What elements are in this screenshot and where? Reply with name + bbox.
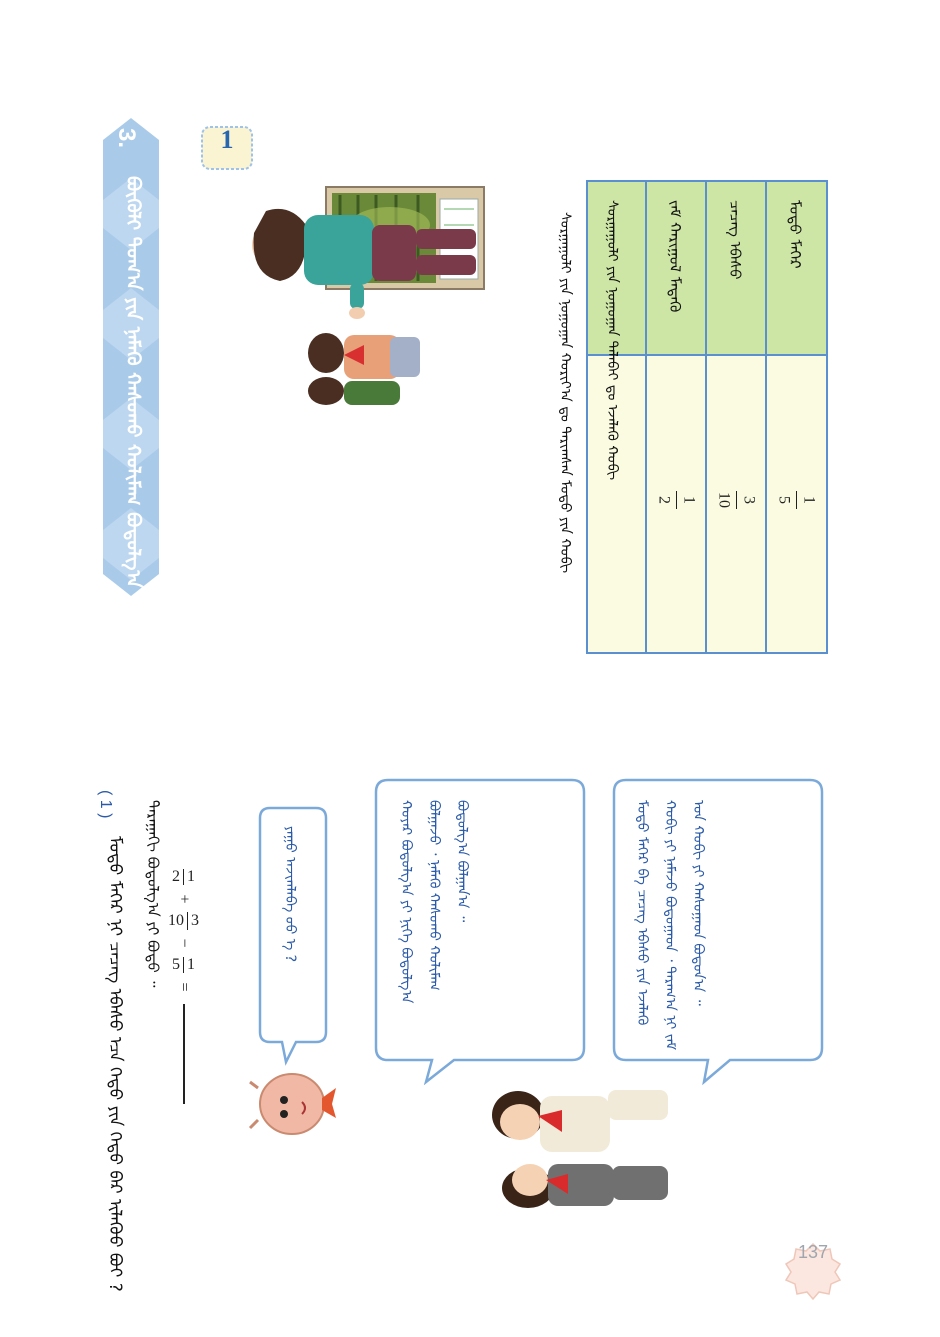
speech-bubble-boy-shape xyxy=(612,778,824,1086)
fraction-numerator: 3 xyxy=(740,496,758,504)
speech-bubble-girl-text: ᠬᠣᠶᠠᠷ ᠪᠣᠳᠣᠯᠭ᠎ᠠ ᠶᠢ ᠨᠢᠭᠡ ᠪᠣᠳᠣᠯᠭ᠎ᠠ ᠪᠣᠯᠭᠠᠵᠤ … xyxy=(398,800,470,1004)
speech-bubble-mascot-shape xyxy=(258,806,328,1066)
section-number: 3. xyxy=(113,128,140,149)
data-table xyxy=(586,180,828,654)
fraction-numerator: 1 xyxy=(800,496,818,504)
question-label: ( 1 ) xyxy=(97,790,114,819)
minus-operator: − xyxy=(175,938,193,948)
page-number-badge-icon xyxy=(784,1242,842,1300)
expression-fraction: 10 3 xyxy=(168,912,199,930)
speech-bubble-mascot-text: ᠶᠠᠭᠤ ᠠᠵᠢᠭᠯᠠᠪᠠ ᠤᠤ ᠡ ? xyxy=(282,826,298,963)
answer-blank[interactable] xyxy=(182,1004,185,1104)
table-row-label: ᠵᠠᠮ ᠬᠠᠷᠢᠭᠤᠯ ᠮᠡᠳᠡᠬᠦ xyxy=(666,200,684,313)
table-row-label: ᠮᠣᠳᠣ ᠮᠡᠭᠡᠷ xyxy=(786,200,804,269)
fraction-denominator: 2 xyxy=(655,496,673,504)
classroom-illustration xyxy=(252,186,485,405)
question-text: ᠮᠣᠳᠣ ᠮᠡᠭᠡᠷ ᠨᠢ ᠴᠡᠴᠡᠭ ᠡᠪᠡᠰᠦ ᠡᠴᠡ ᠬᠡᠳᠦ ᠶᠢᠨ ᠬ… xyxy=(105,836,125,1292)
fraction-bar xyxy=(675,491,677,509)
fraction-bar xyxy=(183,869,184,885)
example-number: 1 xyxy=(220,125,234,154)
fraction-bar xyxy=(183,957,184,973)
section-title-ribbon xyxy=(103,118,159,596)
fraction-denominator: 10 xyxy=(715,492,733,508)
fraction-denominator: 10 xyxy=(168,912,184,929)
table-row-label: ᠴᠡᠴᠡᠭ ᠡᠪᠡᠰᠦ xyxy=(726,200,744,280)
plus-operator: + xyxy=(175,894,193,904)
page-number: 137 xyxy=(797,1242,829,1262)
fraction-bar xyxy=(735,491,737,509)
speech-bubble-boy-text: ᠮᠣᠳᠣ ᠮᠡᠭᠡᠷ ᠪᠠ ᠴᠡᠴᠡᠭ ᠡᠪᠡᠰᠦ ᠶᠢᠨ ᠡᠵᠡᠯᠡᠬᠦ ᠬᠤ… xyxy=(634,800,706,1050)
example-badge-icon xyxy=(201,126,253,170)
mascot-icon xyxy=(248,1073,336,1135)
equals-operator: = xyxy=(175,982,193,992)
fraction-denominator: 2 xyxy=(172,868,180,885)
table-value: 5 1 xyxy=(766,470,826,530)
fraction-denominator: 5 xyxy=(172,956,180,973)
fraction-numerator: 3 xyxy=(191,912,199,929)
fraction-bar xyxy=(795,491,797,509)
section-title: ᠪᠦᠬᠦᠯᠢ ᠲᠣᠭ᠎ᠠ ᠶᠢᠨ ᠨᠡᠮᠡᠬᠦ ᠬᠠᠰᠤᠬᠤ ᠬᠣᠯᠢᠮᠠᠭ ᠪ… xyxy=(122,176,144,589)
fraction-numerator: 1 xyxy=(680,496,698,504)
exercise-instruction: ᠳᠠᠷᠠᠭᠠᠬᠢ ᠪᠣᠳᠣᠯᠭ᠎ᠠ ᠶᠢ ᠪᠣᠳᠣ ᠃ xyxy=(144,800,162,988)
table-value: 2 1 xyxy=(646,470,706,530)
expression-fraction: 5 1 xyxy=(172,956,195,974)
math-expression: 2 1 + 10 3 − 5 1 = xyxy=(168,868,199,1104)
fraction-numerator: 1 xyxy=(187,868,195,885)
expression-fraction: 2 1 xyxy=(172,868,195,886)
table-value: 10 3 xyxy=(706,470,766,530)
table-header-row-label: ᠰᠤᠷᠭᠠᠭᠤᠯᠢ ᠶᠢᠨ ᠨᠤᠭᠤᠭᠠᠨ ᠲᠠᠯᠠᠪᠠᠢ ᠳᠤ ᠡᠵᠡᠯᠡᠬᠦ… xyxy=(604,200,620,481)
children-illustration xyxy=(492,1090,668,1208)
fraction-bar xyxy=(187,912,188,930)
fraction-numerator: 1 xyxy=(187,956,195,973)
speech-bubble-girl-shape xyxy=(374,778,586,1086)
table-caption: ᠰᠤᠷᠭᠠᠭᠤᠯᠢ ᠶᠢᠨ ᠨᠤᠭᠤᠭᠠᠨ ᠬᠣᠷᠢᠶ᠎ᠠ ᠳᠤ ᠲᠠᠷᠢᠭᠰᠠ… xyxy=(557,212,573,574)
fraction-denominator: 5 xyxy=(775,496,793,504)
